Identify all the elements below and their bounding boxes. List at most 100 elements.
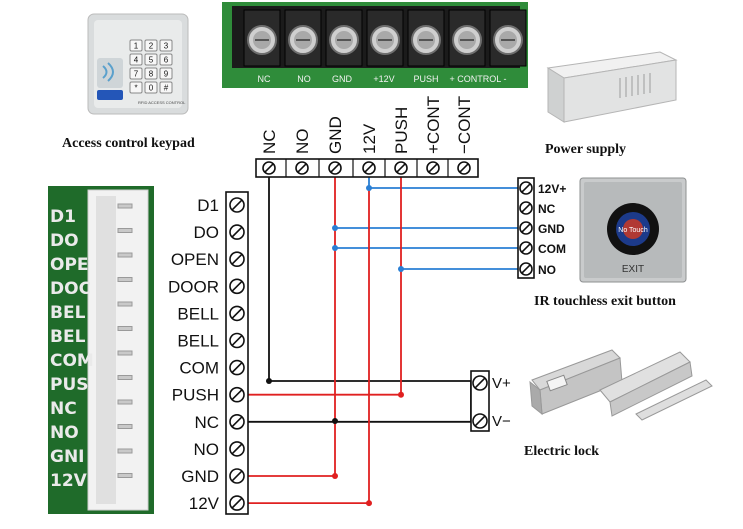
- controller-terminal-label: NC: [194, 413, 219, 432]
- controller-terminal-screw: [229, 413, 245, 430]
- connector-pin: [117, 424, 133, 429]
- exit-terminal-screw: [519, 201, 533, 215]
- strip-label: + CONTROL -: [450, 74, 507, 84]
- svg-text:7: 7: [134, 70, 139, 79]
- controller-terminal-label: PUSH: [172, 386, 219, 405]
- lock-terminal-block: V+V−: [470, 370, 511, 432]
- controller-terminal-label: D1: [197, 196, 219, 215]
- exit-text: EXIT: [622, 264, 644, 275]
- svg-text:8: 8: [149, 70, 154, 79]
- connector-pin: [117, 375, 133, 380]
- pcb-label: DO: [50, 231, 79, 251]
- pcb-label: BEL: [50, 327, 86, 347]
- power-terminal-label: GND: [326, 116, 345, 154]
- svg-text:2: 2: [149, 42, 154, 51]
- exit-terminal-label: GND: [538, 222, 565, 236]
- controller-terminal-label: DO: [194, 223, 220, 242]
- controller-terminal-label: 12V: [189, 494, 220, 513]
- controller-terminal-screw: [229, 251, 245, 268]
- keypad-key: 4: [129, 53, 143, 66]
- strip-label: GND: [332, 74, 353, 84]
- lock-terminal-screw: [472, 413, 488, 429]
- lock-terminal-label: V−: [492, 413, 511, 430]
- power-terminal-screw: [426, 161, 440, 175]
- junction-dot: [398, 391, 404, 398]
- board-screw: [448, 9, 486, 67]
- connector-pin: [117, 228, 133, 233]
- pcb-label: NO: [50, 423, 79, 443]
- exit-sensor-text: No Touch: [618, 227, 648, 234]
- exit-terminal-screw: [519, 221, 533, 235]
- electric-lock-caption: Electric lock: [524, 444, 600, 459]
- controller-terminal-label: OPEN: [171, 250, 219, 269]
- power-terminal-screw: [362, 161, 376, 175]
- keypad-key: 9: [159, 67, 173, 80]
- electric-lock-image: [529, 349, 713, 421]
- power-terminal-label: NC: [260, 129, 279, 154]
- junction-dot: [332, 245, 338, 251]
- pcb-label: NC: [50, 399, 77, 419]
- exit-terminal-screw: [519, 262, 533, 276]
- power-terminal-label: NO: [293, 129, 312, 155]
- controller-terminal-screw: [229, 305, 245, 322]
- svg-text:5: 5: [149, 56, 154, 65]
- power-terminal-screw: [394, 161, 408, 175]
- keypad-key: *: [129, 81, 143, 94]
- controller-terminal-label: NO: [194, 440, 220, 459]
- connector-pin: [117, 252, 133, 258]
- pcb-label: 12V: [50, 471, 88, 491]
- pcb-label: GNI: [50, 447, 85, 467]
- exit-terminal-screw: [519, 181, 533, 195]
- controller-terminal-screw: [229, 495, 245, 511]
- power-terminal-screw: [295, 161, 309, 175]
- pcb-label: COM: [50, 351, 94, 371]
- power-terminal-screw: [328, 161, 342, 175]
- junction-dot: [398, 266, 404, 272]
- controller-terminal-screw: [229, 197, 245, 213]
- junction-dot: [332, 225, 338, 231]
- controller-terminal-screw: [229, 278, 245, 295]
- svg-text:1: 1: [134, 42, 139, 51]
- board-screw: [366, 9, 404, 67]
- keypad-key: 3: [159, 39, 173, 52]
- exit-button-image: No Touch EXIT: [579, 177, 687, 283]
- power-terminal-label: −CONT: [455, 96, 474, 154]
- pcb-label: BEL: [50, 303, 86, 323]
- connector-pin: [117, 350, 133, 356]
- board-screw: [489, 9, 527, 67]
- keypad-key: 1: [129, 39, 143, 52]
- connector-pins: [117, 203, 133, 478]
- svg-text:4: 4: [134, 56, 139, 65]
- board-screw: [325, 9, 363, 67]
- keypad-key: 8: [144, 67, 158, 80]
- pcb-label: D1: [50, 207, 76, 227]
- power-supply-image: [546, 51, 678, 123]
- pcb-label: PUS: [50, 375, 89, 395]
- wires: [246, 177, 518, 505]
- controller-terminal-label: BELL: [177, 304, 219, 323]
- junction-dot: [332, 418, 338, 424]
- junction-dot: [266, 378, 272, 384]
- svg-text:6: 6: [164, 56, 169, 65]
- junction-dot: [332, 473, 338, 479]
- wire-nc-to-lock-vplus: [268, 177, 471, 382]
- power-terminal-label: PUSH: [392, 107, 411, 154]
- exit-terminal-label: NO: [538, 263, 556, 277]
- wire-junctions: [266, 185, 404, 507]
- power-terminal-screw: [457, 161, 471, 175]
- strip-label: +12V: [373, 74, 394, 84]
- keypad-key: 2: [144, 39, 158, 52]
- keypad-key: 0: [144, 81, 158, 94]
- svg-text:3: 3: [164, 42, 169, 51]
- connector-pin: [117, 277, 133, 282]
- wire-12v: [246, 188, 370, 505]
- board-screw: [284, 9, 322, 67]
- power-terminal-label: 12V: [360, 123, 379, 154]
